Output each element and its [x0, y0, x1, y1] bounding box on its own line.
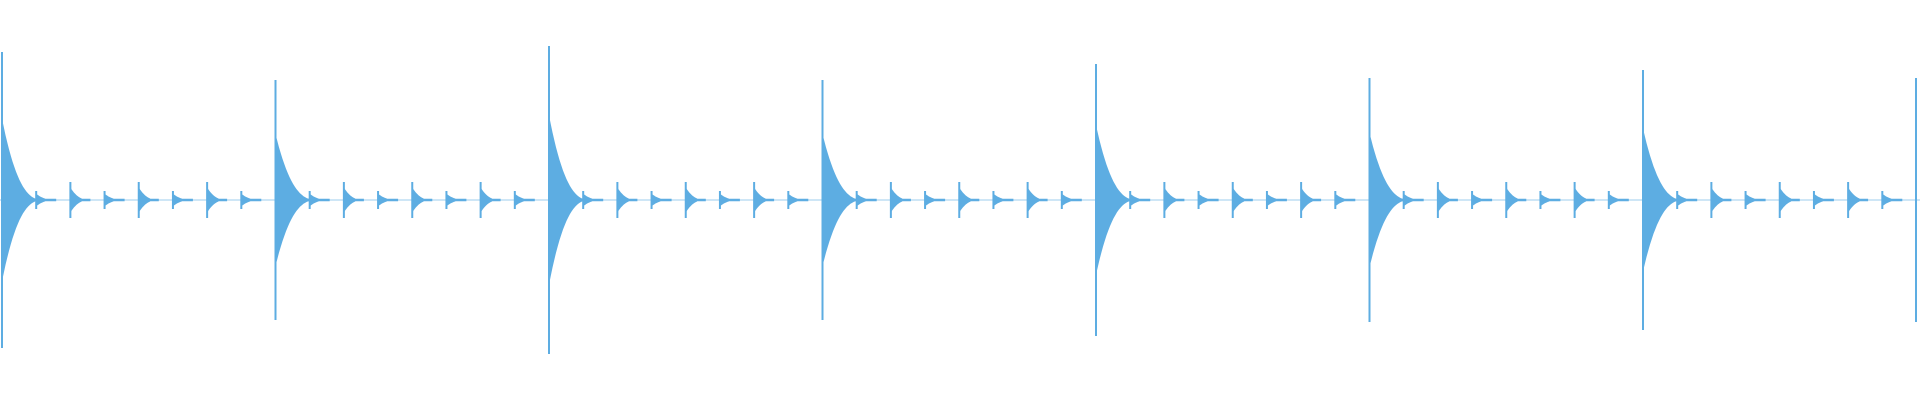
beat-transient	[343, 187, 364, 213]
beat-transient	[36, 193, 57, 207]
beat-transient	[1198, 193, 1219, 207]
beat-transient	[719, 193, 740, 207]
beat-transient	[480, 187, 501, 213]
beat-transient	[754, 187, 775, 213]
beat-transient	[788, 193, 809, 207]
beat-transient	[1130, 193, 1151, 207]
accent-transient	[1369, 132, 1412, 268]
beat-transient	[993, 193, 1014, 207]
accent-transient	[822, 134, 865, 266]
beat-transient	[1677, 193, 1698, 207]
accent-transient	[1643, 128, 1685, 272]
beat-transient	[1608, 193, 1629, 207]
beat-transient	[856, 193, 877, 207]
beat-transient	[925, 193, 946, 207]
beat-transient	[446, 193, 467, 207]
beat-transient	[959, 187, 980, 213]
beat-transient	[1335, 193, 1356, 207]
beat-transient	[1574, 187, 1595, 213]
beat-transient	[241, 193, 262, 207]
beat-transient	[583, 193, 604, 207]
beat-transient	[138, 187, 159, 213]
beat-transient	[172, 193, 193, 207]
beat-transient	[685, 187, 706, 213]
beat-transient	[412, 187, 433, 213]
accent-transient	[2, 118, 44, 282]
beat-transient	[1403, 193, 1424, 207]
beat-transient	[70, 187, 91, 213]
waveform-transients	[1, 46, 1917, 354]
beat-transient	[1882, 193, 1903, 207]
beat-transient	[1813, 193, 1834, 207]
beat-transient	[890, 187, 911, 213]
beat-transient	[104, 193, 125, 207]
beat-transient	[1540, 193, 1561, 207]
beat-transient	[1711, 187, 1732, 213]
beat-transient	[1232, 187, 1253, 213]
beat-transient	[1437, 187, 1458, 213]
beat-transient	[651, 193, 672, 207]
beat-transient	[309, 193, 330, 207]
beat-transient	[1506, 187, 1527, 213]
beat-transient	[1848, 187, 1869, 213]
beat-transient	[1779, 187, 1800, 213]
accent-transient	[275, 134, 318, 266]
beat-transient	[1266, 193, 1287, 207]
beat-transient	[1301, 187, 1322, 213]
beat-transient	[1027, 187, 1048, 213]
beat-transient	[1745, 193, 1766, 207]
beat-transient	[1472, 193, 1493, 207]
beat-transient	[1164, 187, 1185, 213]
beat-transient	[378, 193, 399, 207]
accent-transient	[549, 115, 591, 285]
beat-transient	[1061, 193, 1082, 207]
accent-transient	[1096, 125, 1138, 275]
beat-transient	[207, 187, 228, 213]
beat-transient	[617, 187, 638, 213]
beat-transient	[514, 193, 535, 207]
